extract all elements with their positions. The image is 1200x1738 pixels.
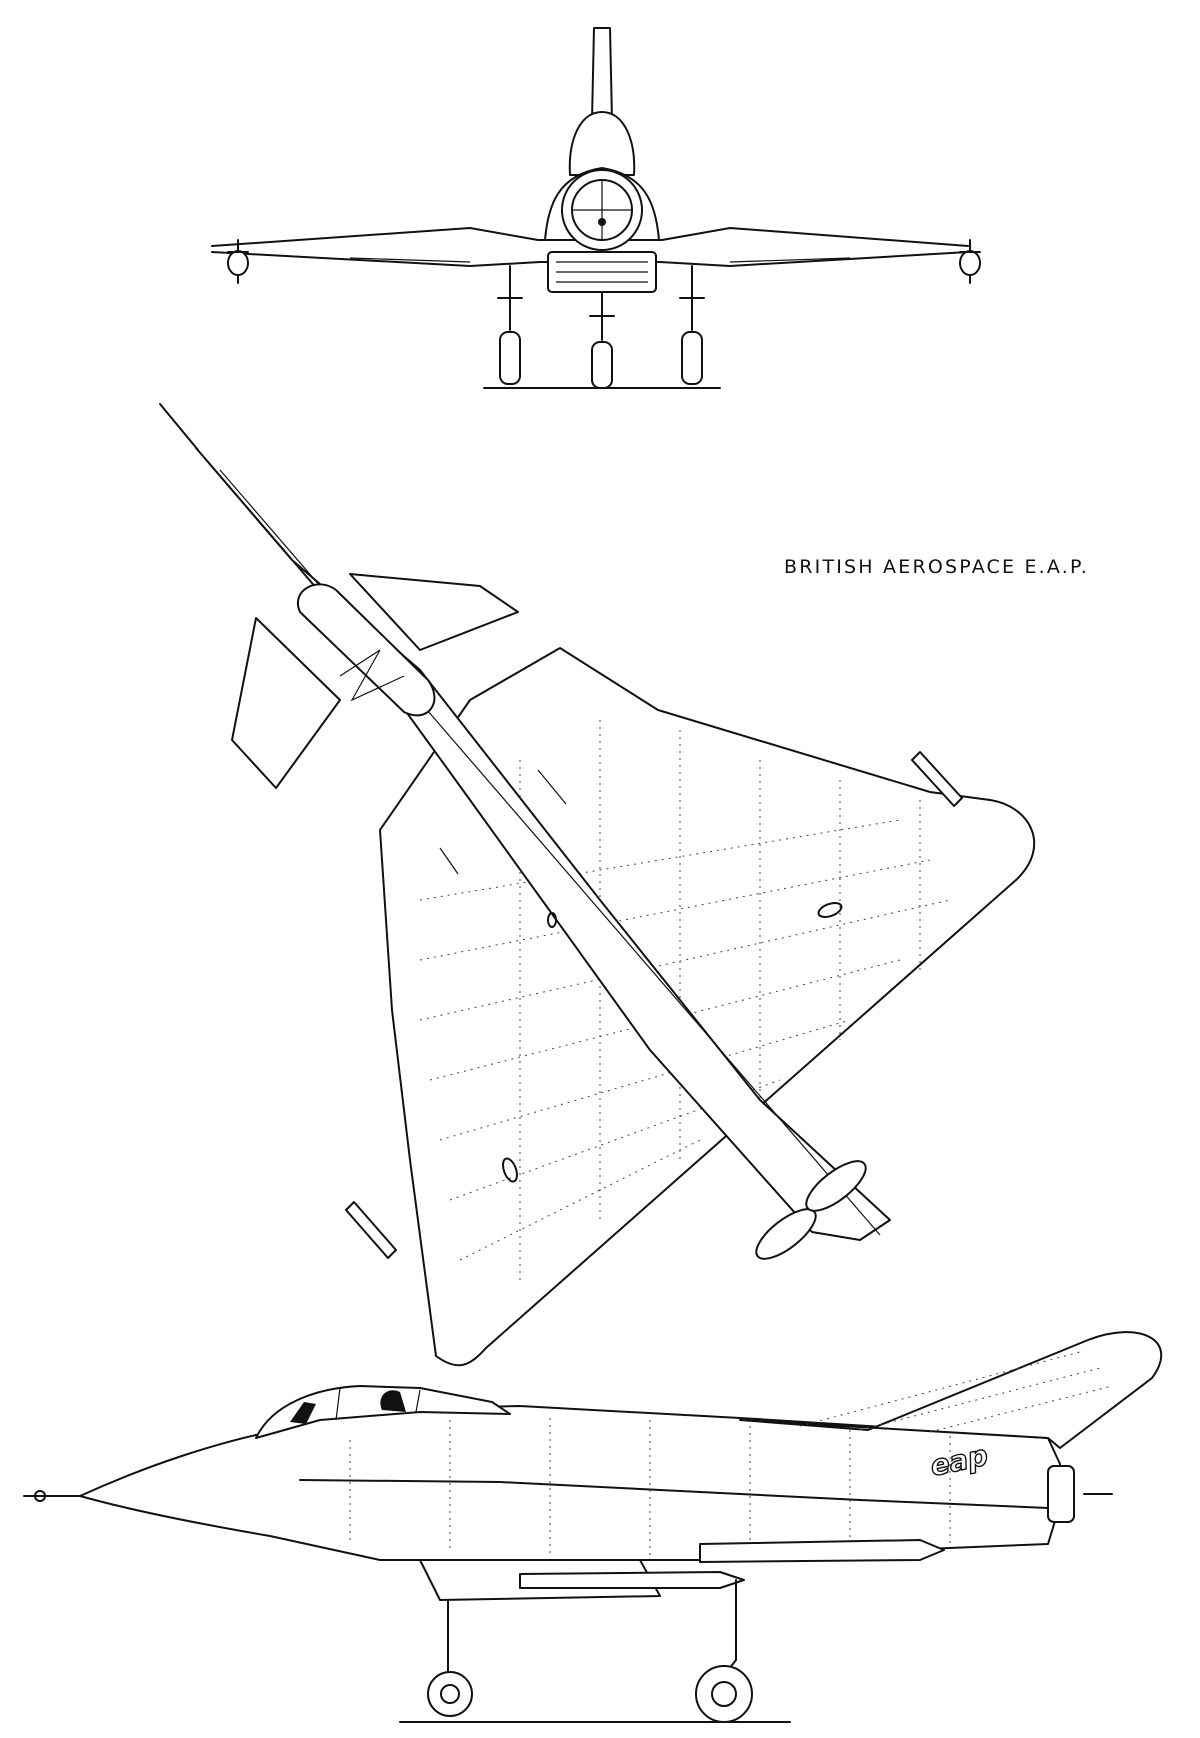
side-nozzle	[1047, 1465, 1075, 1523]
front-canopy	[568, 111, 636, 176]
plan-wingtip-missile-right	[911, 751, 963, 807]
side-canopy	[255, 1385, 511, 1439]
front-nose-gear	[589, 291, 615, 389]
front-wingtip-pod-left	[227, 239, 249, 284]
plan-canopy	[297, 583, 436, 717]
front-view	[211, 27, 981, 389]
side-view: eap	[23, 1331, 1163, 1723]
side-fuselage	[79, 1405, 1063, 1561]
plan-view	[159, 403, 1036, 1367]
side-nose-gear	[427, 1599, 473, 1717]
side-missile-1	[519, 1571, 745, 1589]
front-fin	[591, 27, 613, 121]
side-missile-2	[699, 1539, 945, 1563]
plan-nozzle-left	[755, 1208, 817, 1260]
front-wingtip-pod-right	[959, 239, 981, 284]
side-fin	[739, 1331, 1163, 1449]
plan-foreplane-left	[231, 617, 341, 789]
front-main-gear-right	[679, 265, 705, 385]
plan-wingtip-missile-left	[345, 1201, 397, 1259]
drawing-title: BRITISH AEROSPACE E.A.P.	[784, 556, 1089, 578]
plan-foreplane-right	[349, 573, 519, 651]
side-main-gear	[695, 1579, 753, 1723]
plan-nozzle-right	[805, 1160, 867, 1212]
front-main-gear-left	[497, 265, 523, 385]
